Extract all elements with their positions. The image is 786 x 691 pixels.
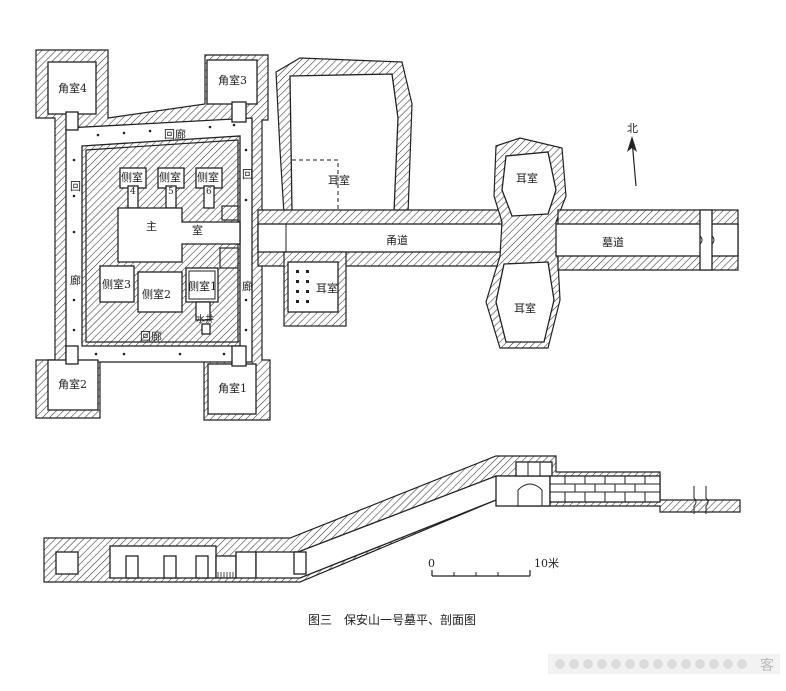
section-gate-arch bbox=[517, 483, 543, 506]
label-tomb-path: 墓道 bbox=[602, 235, 624, 249]
corner-room-3 bbox=[206, 59, 258, 105]
section-door bbox=[293, 551, 307, 575]
watermark-text: 客 bbox=[760, 657, 774, 674]
scale-end: 10米 bbox=[534, 557, 559, 570]
corridor-dots bbox=[72, 123, 248, 356]
label-side-room-6: 侧室 bbox=[197, 170, 219, 184]
label-corridor-left-b: 廊 bbox=[70, 273, 81, 287]
label-side-room-6-num: 6 bbox=[206, 187, 212, 197]
label-corridor-top: 回廊 bbox=[164, 127, 186, 141]
section-gate-top bbox=[515, 461, 553, 477]
side-room-6-door bbox=[203, 185, 215, 209]
label-corner-room-1: 角室1 bbox=[218, 381, 247, 395]
plan-view: 角室4 角室3 角室2 角室1 回廊 回廊 回 廊 回 廊 侧室 4 侧室 5 … bbox=[35, 49, 739, 421]
label-passage: 甬道 bbox=[386, 233, 408, 247]
side-room-1-inner bbox=[188, 270, 216, 300]
water-well bbox=[201, 323, 211, 335]
label-corridor-right-a: 回 bbox=[242, 168, 253, 181]
label-main-room-a: 主 bbox=[146, 220, 157, 233]
label-ear-room-lower: 耳室 bbox=[316, 281, 338, 295]
ear-room-northeast bbox=[501, 151, 557, 217]
side-room-3 bbox=[99, 265, 135, 303]
tomb-path-break-line bbox=[699, 210, 703, 270]
section-corner-room bbox=[55, 551, 79, 575]
corner-room-4 bbox=[47, 61, 97, 115]
ear-room-upper-dashed bbox=[292, 159, 339, 212]
passage bbox=[257, 223, 505, 253]
section-break-line bbox=[705, 486, 709, 514]
label-side-room-2: 侧室2 bbox=[142, 287, 171, 301]
bottom-watermark-bar: 客 bbox=[548, 654, 780, 674]
label-corridor-left-a: 回 bbox=[70, 180, 81, 193]
section-door bbox=[195, 555, 209, 579]
section-break-line bbox=[693, 486, 697, 514]
section-room bbox=[235, 551, 257, 579]
label-side-room-4-num: 4 bbox=[130, 187, 136, 197]
rock-block bbox=[221, 205, 239, 221]
label-side-room-3: 侧室3 bbox=[102, 277, 131, 291]
section-grille bbox=[217, 572, 234, 578]
tomb-path-break-line bbox=[711, 210, 715, 270]
label-north: 北 bbox=[627, 122, 638, 135]
label-corner-room-3: 角室3 bbox=[218, 73, 247, 87]
label-water-well: 水井 bbox=[196, 313, 214, 325]
plan-labels: 角室4 角室3 角室2 角室1 回廊 回廊 回 廊 回 廊 侧室 4 侧室 5 … bbox=[58, 73, 638, 395]
label-ear-room-upper: 耳室 bbox=[328, 173, 350, 187]
water-well-passage bbox=[195, 301, 211, 321]
section-view bbox=[43, 455, 741, 583]
main-chamber bbox=[117, 207, 241, 263]
label-corner-room-4: 角室4 bbox=[58, 81, 87, 95]
label-side-room-1: 侧室1 bbox=[188, 279, 217, 293]
rock-block bbox=[219, 247, 239, 269]
section-masonry bbox=[549, 475, 661, 503]
ear-room-lower-dots bbox=[296, 270, 309, 303]
corner-connector bbox=[231, 345, 247, 367]
ear-room-southeast bbox=[495, 261, 555, 343]
section-door bbox=[163, 555, 177, 579]
north-arrow-head-icon bbox=[627, 136, 637, 152]
label-ear-room-northeast: 耳室 bbox=[516, 171, 538, 185]
section-door bbox=[125, 555, 139, 579]
corner-connector bbox=[65, 111, 79, 131]
scale-bar: 0 10米 bbox=[428, 557, 559, 577]
label-side-room-4: 侧室 bbox=[121, 170, 143, 184]
label-corridor-right-b: 廊 bbox=[242, 279, 253, 293]
ear-room-upper bbox=[289, 73, 399, 213]
label-ear-room-southeast: 耳室 bbox=[514, 301, 536, 315]
corner-connector bbox=[231, 101, 247, 123]
label-side-room-5-num: 5 bbox=[168, 187, 174, 197]
north-arrow bbox=[627, 136, 637, 187]
label-corner-room-2: 角室2 bbox=[58, 377, 87, 391]
figure-caption: 图三 保安山一号墓平、剖面图 bbox=[308, 612, 476, 627]
corner-connector bbox=[65, 345, 79, 365]
label-corridor-bottom: 回廊 bbox=[140, 329, 162, 343]
label-main-room-b: 室 bbox=[192, 223, 203, 237]
scale-zero: 0 bbox=[428, 557, 435, 570]
label-side-room-5: 侧室 bbox=[159, 170, 181, 184]
side-room-2 bbox=[137, 271, 183, 313]
